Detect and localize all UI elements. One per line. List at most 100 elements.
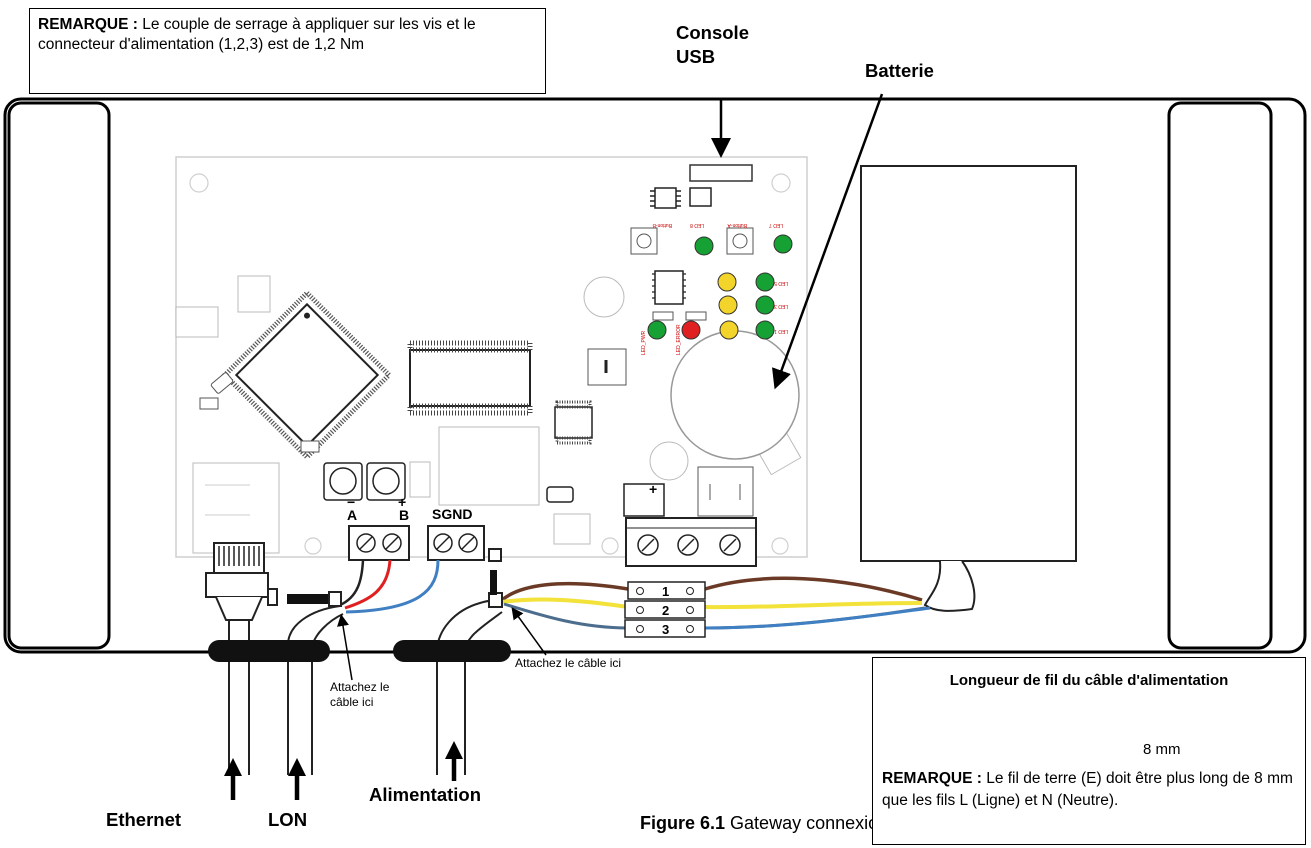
- enclosure-right-end: [1167, 101, 1273, 650]
- attach-cable-right-label: Attachez le câble ici: [515, 656, 622, 670]
- battery-pack: [860, 165, 1077, 562]
- small-part: [199, 397, 219, 410]
- terminal-a-label: A: [347, 507, 357, 523]
- small-part: [546, 486, 574, 503]
- ethernet-label: Ethernet: [106, 809, 182, 830]
- power-label: Alimentation: [369, 784, 482, 805]
- console-label: Console: [676, 22, 749, 43]
- battery-label: Batterie: [865, 60, 934, 81]
- battery-arrow: [772, 93, 884, 390]
- ic-block: [438, 426, 540, 506]
- lon-wire-black: [339, 559, 365, 607]
- plus-sign: +: [398, 494, 406, 510]
- ethernet-lon-grommet: [208, 640, 330, 662]
- terminal-b-label: B: [399, 507, 409, 523]
- small-part: [652, 311, 674, 321]
- wire-length-box: Longueur de fil du câble d'alimentation …: [872, 657, 1306, 845]
- round-part: [649, 441, 689, 481]
- cpu-chip: [221, 289, 393, 461]
- lon-jumpers: [323, 462, 406, 501]
- small-part: [488, 548, 502, 562]
- mount-holes: [189, 173, 791, 555]
- ethernet-plug: [205, 542, 269, 652]
- silk-label: Button-B: [652, 222, 672, 228]
- earth-wire-note-label: REMARQUE :: [882, 770, 982, 787]
- wire-length-measure: 8 mm: [1143, 741, 1181, 758]
- led-7: [773, 234, 793, 254]
- led-5: [755, 272, 775, 292]
- power-connector: 1 2 3: [624, 581, 706, 638]
- side-component: [175, 306, 219, 338]
- small-part: [685, 311, 707, 321]
- small-ic: [554, 400, 593, 445]
- power-tie: [490, 570, 497, 595]
- led-3: [755, 295, 775, 315]
- small-part: [689, 187, 712, 207]
- led-2: [719, 320, 739, 340]
- memory-chip: [407, 340, 533, 416]
- connector-pin-2: 2: [662, 603, 669, 618]
- power-terminal: [625, 517, 757, 567]
- small-ic-top: [237, 275, 271, 313]
- ethernet-jack: [192, 462, 280, 554]
- led-error: [681, 320, 701, 340]
- usb-label: USB: [676, 46, 716, 67]
- connector-pin-3: 3: [662, 622, 669, 637]
- torque-note: REMARQUE : Le couple de serrage à appliq…: [29, 8, 546, 94]
- ethernet-cable: [228, 662, 250, 775]
- attach-left-arrow: [337, 614, 353, 681]
- lon-tie: [287, 594, 333, 604]
- earth-wire-note-text: Le fil de terre (E) doit être plus long …: [882, 770, 1293, 809]
- silk-label: LED 8: [690, 222, 704, 228]
- small-part: [210, 372, 234, 394]
- silk-label: LED 3: [774, 303, 788, 309]
- led-6: [717, 272, 737, 292]
- wire-brown: [500, 576, 923, 602]
- small-part: [300, 440, 320, 453]
- wire-yellow: [501, 597, 923, 610]
- wire-blue: [704, 606, 931, 630]
- led-pwr: [647, 320, 667, 340]
- lon-wire-red: [344, 559, 392, 610]
- earth-wire-note: REMARQUE : Le fil de terre (E) doit être…: [882, 768, 1298, 812]
- eeprom-chip: [650, 187, 681, 209]
- figure-caption-text: Gateway connexions: [730, 813, 898, 833]
- attach-right-arrow: [511, 607, 547, 656]
- led-8: [694, 236, 714, 256]
- silk-label: LED 5: [774, 280, 788, 286]
- coin-battery: [670, 330, 802, 476]
- lon-label: LON: [268, 809, 308, 830]
- relay: [697, 466, 754, 517]
- torque-note-text: Le couple de serrage à appliquer sur les…: [38, 16, 476, 53]
- sgnd-label: SGND: [432, 506, 472, 522]
- small-ic: [652, 270, 686, 305]
- led-4: [718, 295, 738, 315]
- figure-caption-label: Figure 6.1: [640, 813, 726, 833]
- silk-label: LED 1: [774, 328, 788, 334]
- silk-label: LED_ERROR: [676, 324, 682, 355]
- wire-length-title: Longueur de fil du câble d'alimentation: [949, 672, 1229, 689]
- sgnd-terminal: [427, 525, 485, 561]
- capacitor: [623, 483, 665, 517]
- silk-label: LED 7: [769, 222, 783, 228]
- lon-tie-down: [328, 591, 342, 607]
- connector-pin-1: 1: [662, 584, 669, 599]
- lon-terminal: [348, 525, 410, 561]
- small-part: [553, 513, 591, 545]
- button-a: [726, 227, 754, 255]
- silk-label: LED_PWR: [641, 330, 647, 355]
- usb-connector: [689, 164, 753, 182]
- buzzer: [583, 276, 625, 318]
- led-1: [755, 320, 775, 340]
- button-b: [630, 227, 658, 255]
- capacitor-plus: +: [649, 481, 657, 497]
- figure-caption: Figure 6.1 Gateway connexions: [640, 813, 897, 834]
- silk-label: Button-A: [727, 222, 747, 228]
- small-part: [409, 461, 431, 498]
- battery-cable: [923, 560, 976, 612]
- enclosure-left-end: [7, 101, 111, 650]
- attach-cable-left-label: Attachez le câble ici: [330, 680, 390, 709]
- power-tie-down: [488, 592, 503, 608]
- silkscreen-labels: Button-B LED 8 Button-A LED 7 LED 5 LED …: [641, 222, 788, 355]
